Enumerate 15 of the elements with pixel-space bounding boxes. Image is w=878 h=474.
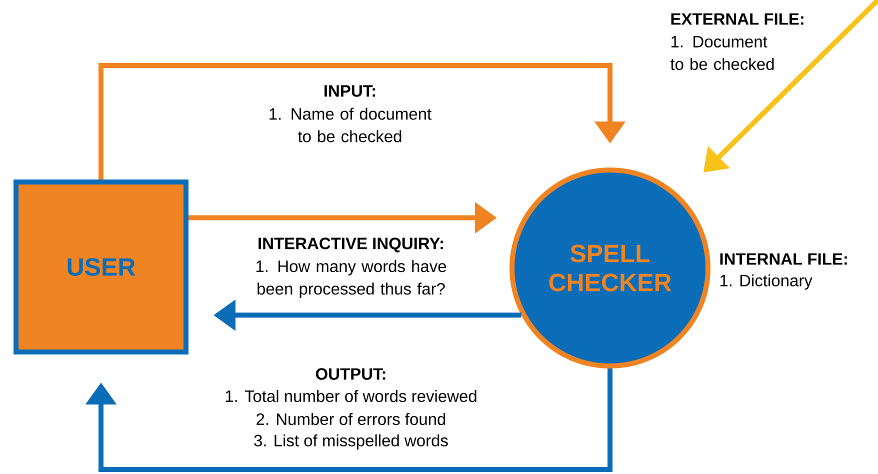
heading-label: OUTPUT:: [316, 368, 386, 380]
note-label: 3. List of misspelled words: [254, 434, 448, 450]
heading-label: INPUT:: [324, 85, 375, 97]
note-label: 2. Number of errors found: [256, 412, 446, 426]
note-label: 1. Name of document to be checked: [270, 108, 432, 142]
note-label: 1. How many words have been processed thus far?: [256, 260, 446, 298]
heading-label: INTERNAL FILE:: [720, 253, 847, 265]
note-label: 1. Document to be checked: [670, 36, 774, 70]
heading-label: EXTERNAL FILE:: [671, 13, 804, 25]
arrow: [98, 63, 626, 180]
note-label: 1. Dictionary: [720, 274, 812, 290]
user-box: USER: [14, 180, 188, 354]
note-label: 1. Total number of words reviewed: [226, 390, 476, 402]
heading-label: INTERACTIVE INQUIRY:: [258, 238, 443, 252]
arrow: [85, 368, 612, 472]
